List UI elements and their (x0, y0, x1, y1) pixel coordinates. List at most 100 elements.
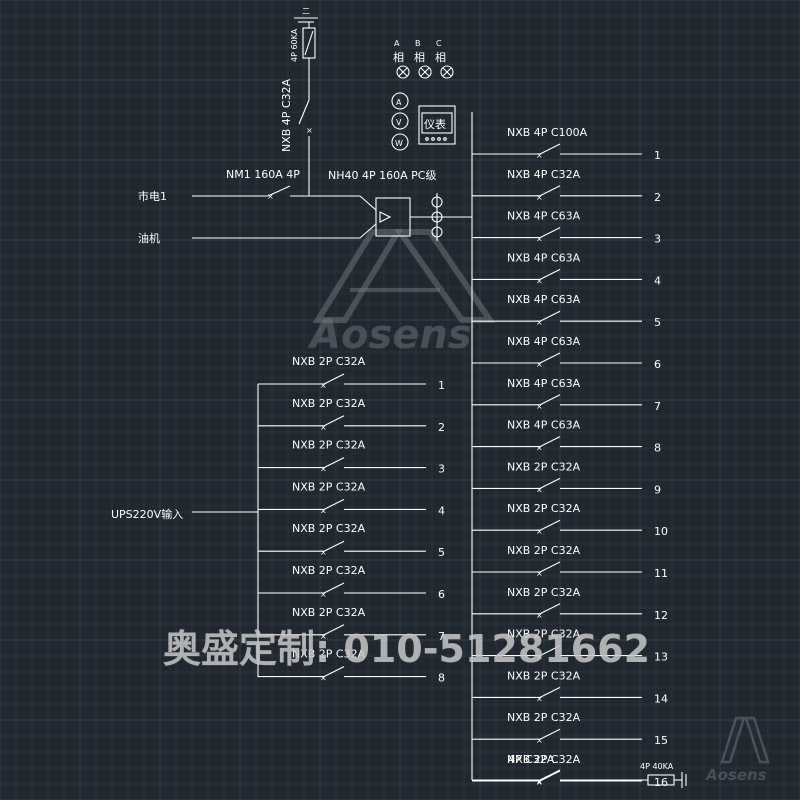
corner-logo: Aosens (705, 716, 770, 784)
svg-text:相: 相 (393, 51, 404, 64)
feeder-number: 15 (654, 734, 668, 747)
svg-text:×: × (320, 590, 327, 599)
ups-breaker-label: NXB 2P C32A (292, 606, 366, 619)
phase-b-label: B (415, 39, 421, 48)
feeder-breaker-label: NXB 2P C32A (507, 460, 581, 473)
feeder-number: 7 (654, 400, 661, 413)
svg-text:×: × (320, 423, 327, 432)
feeder-12: × NXB 2P C32A 12 (472, 586, 668, 622)
feeder-5: × NXB 4P C63A 5 (472, 293, 661, 329)
feeder-number: 14 (654, 692, 668, 705)
svg-text:×: × (536, 485, 543, 494)
svg-text:×: × (320, 506, 327, 515)
feeder-number: 6 (654, 358, 661, 371)
svg-text:相: 相 (435, 51, 446, 64)
corner-brand: Aosens (705, 766, 767, 784)
feeder-number: 10 (654, 525, 668, 538)
feeder-2: × NXB 4P C32A 2 (472, 168, 661, 204)
lamp-icon-b (418, 65, 432, 79)
svg-text:×: × (267, 192, 274, 201)
ups-feeder-number: 6 (438, 588, 445, 601)
feeder-breaker-label: NXB 2P C32A (507, 586, 581, 599)
ups-feeder-1: × NXB 2P C32A 1 (258, 355, 445, 392)
feeder-breaker-label: NXB 2P C32A (507, 669, 581, 682)
svg-text:×: × (536, 611, 543, 620)
svg-text:×: × (536, 777, 543, 786)
phase-a-label: A (394, 39, 400, 48)
svg-text:V: V (396, 118, 402, 127)
feeder-number: 12 (654, 609, 668, 622)
svg-text:×: × (536, 736, 543, 745)
ups-feeder-number: 3 (438, 463, 445, 476)
ups-feeder-number: 2 (438, 421, 445, 434)
feeder-breaker-label: NXB 4P C63A (507, 335, 581, 348)
ups-feeder-3: × NXB 2P C32A 3 (258, 439, 445, 476)
svg-text:W: W (395, 139, 403, 148)
ups-feeder-number: 1 (438, 379, 445, 392)
ups-feeder-number: 5 (438, 546, 445, 559)
feeder-number: 1 (654, 149, 661, 162)
ups-breaker-label: NXB 2P C32A (292, 564, 366, 577)
main-breaker-label: NM1 160A 4P (226, 168, 300, 181)
ammeter-icon (391, 92, 409, 110)
feeder-number: 5 (654, 316, 661, 329)
wattmeter-icon (391, 133, 409, 151)
spd-breaker-label: NXB 4P C32A (280, 78, 293, 152)
feeder-number: 4 (654, 274, 661, 287)
phase-lamps: A B C 相 相 相 (393, 39, 454, 79)
ups-feeder-5: × NXB 2P C32A 5 (258, 522, 445, 559)
watermark-brand-large: Aosens (307, 312, 472, 358)
bottom-breaker-label: 4P C32A (508, 753, 555, 766)
ups-breaker-label: NXB 2P C32A (292, 439, 366, 452)
svg-text:×: × (320, 381, 327, 390)
feeder-breaker-label: NXB 4P C32A (507, 168, 581, 181)
phase-c-label: C (436, 39, 442, 48)
feeder-breaker-label: NXB 2P C32A (507, 502, 581, 515)
ats-label: NH40 4P 160A PC级 (328, 169, 436, 182)
svg-text:A: A (396, 98, 402, 107)
ups-breaker-label: NXB 2P C32A (292, 355, 366, 368)
svg-text:×: × (536, 402, 543, 411)
svg-text:×: × (536, 653, 543, 662)
svg-text:×: × (536, 444, 543, 453)
svg-text:×: × (536, 778, 543, 787)
bottom-spd: × 4P C32A 4P 40KA (472, 753, 687, 788)
svg-text:×: × (536, 151, 543, 160)
source-mains-label: 市电1 (138, 189, 167, 203)
meters: A V W 仪表 (391, 92, 456, 151)
feeder-breaker-label: NXB 4P C63A (507, 251, 581, 264)
bottom-spd-label: 4P 40KA (640, 762, 674, 771)
watermark-logo: Aosens (307, 229, 496, 358)
incoming-section: 市电1 油机 × NM1 160A 4P NH40 4P 160A PC级 (138, 168, 472, 245)
svg-text:×: × (320, 548, 327, 557)
svg-text:×: × (536, 193, 543, 202)
voltmeter-icon (391, 112, 409, 130)
lamp-icon-a (396, 65, 410, 79)
svg-text:×: × (320, 465, 327, 474)
ups-feeder-number: 7 (438, 630, 445, 643)
spd-coil-icon (431, 193, 443, 241)
svg-text:×: × (536, 318, 543, 327)
ups-input-label: UPS220V输入 (111, 507, 183, 521)
feeder-breaker-label: NXB 2P C32A (507, 628, 581, 641)
ground-symbol: 二 (302, 7, 310, 16)
feeder-number: 2 (654, 191, 661, 204)
feeder-breaker-label: NXB 4P C63A (507, 293, 581, 306)
spd-branch: 二 4P 60KA × NXB 4P C32A (280, 7, 318, 196)
ups-breaker-label: NXB 2P C32A (292, 522, 366, 535)
feeder-number: 8 (654, 442, 661, 455)
